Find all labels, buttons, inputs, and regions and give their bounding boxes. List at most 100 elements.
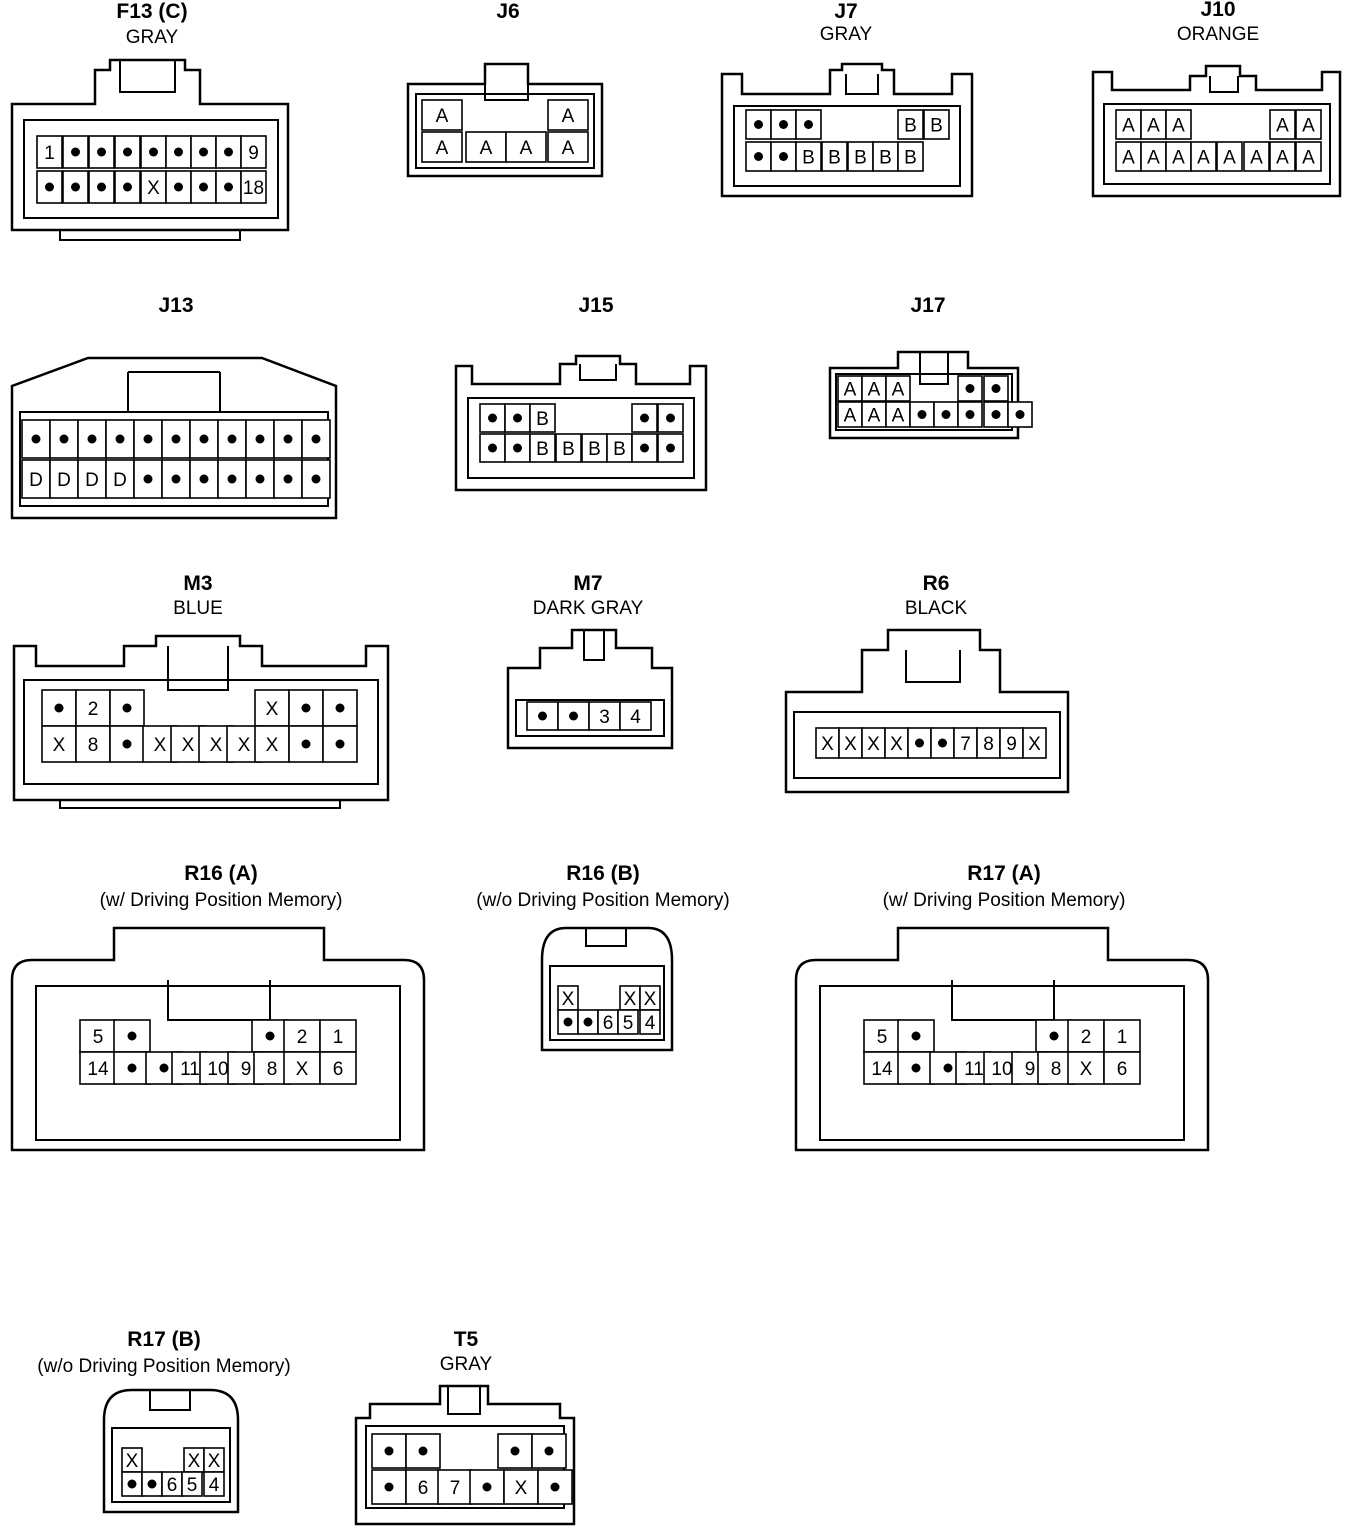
pin-cell: A <box>1190 141 1217 172</box>
pin-cell-box <box>405 1469 441 1505</box>
pin-cell-box <box>21 459 51 499</box>
connector-latch <box>59 800 341 809</box>
pin-cell <box>161 419 191 459</box>
pin-label: 6 <box>603 1013 614 1034</box>
pin-cell-box <box>555 433 582 463</box>
pin-cell <box>1007 401 1033 428</box>
pin-cell: B <box>795 141 822 172</box>
pin-label: A <box>892 380 905 401</box>
connector-latch <box>919 352 949 385</box>
pin-dot-icon <box>583 1017 593 1027</box>
pin-cell: B <box>606 433 633 463</box>
connector-subtitle: BLUE <box>173 598 223 619</box>
pin-label: 2 <box>1081 1027 1092 1048</box>
pin-label: A <box>1302 148 1315 169</box>
pin-dot-icon <box>31 434 41 444</box>
pin-dot-icon <box>97 147 106 157</box>
pin-cell <box>930 727 955 759</box>
connector-subtitle: (w/ Driving Position Memory) <box>100 890 343 911</box>
pin-dot-icon <box>488 443 497 453</box>
pin-cell-box <box>240 135 267 169</box>
pin-cell <box>288 725 324 763</box>
pin-cell-box <box>861 375 887 402</box>
pin-label: 5 <box>187 1475 198 1496</box>
pin-label: 1 <box>1117 1027 1128 1048</box>
pin-label: X <box>147 178 160 199</box>
pin-cell: X <box>815 727 840 759</box>
pin-label: X <box>238 735 251 756</box>
pin-dot-icon <box>283 474 293 484</box>
pin-cell <box>62 135 89 169</box>
pin-cell-box <box>79 1051 117 1085</box>
pin-cell <box>957 401 983 428</box>
pin-cell-box <box>588 701 621 731</box>
pin-cell <box>49 419 79 459</box>
pin-label: X <box>266 699 279 720</box>
connector-name: J10 <box>1200 0 1235 21</box>
connector-latch <box>119 60 176 93</box>
pin-cell <box>217 459 247 499</box>
pin-cell-box <box>1165 141 1192 172</box>
pin-cell-box <box>109 689 145 727</box>
pin-label: 4 <box>209 1475 220 1496</box>
connector-cavity <box>549 965 665 1041</box>
pin-label: 4 <box>645 1013 656 1034</box>
pin-cell-box <box>872 141 899 172</box>
pin-cell <box>557 1009 579 1035</box>
pin-dot-icon <box>754 152 763 161</box>
pin-cell <box>745 109 772 140</box>
pin-cell: A <box>837 375 863 402</box>
pin-cell-box <box>36 135 63 169</box>
pin-cell: 7 <box>953 727 978 759</box>
pin-cell <box>41 689 77 727</box>
pin-dot-icon <box>255 474 265 484</box>
pin-cell <box>141 1471 163 1497</box>
pin-cell: 1 <box>1103 1019 1141 1053</box>
pin-dot-icon <box>301 739 311 749</box>
pin-label: X <box>154 735 167 756</box>
connector-housing <box>10 926 426 1152</box>
pin-label: X <box>126 1451 139 1472</box>
pin-dot-icon <box>941 410 951 419</box>
pin-cell-box <box>1190 141 1217 172</box>
pin-cell <box>371 1469 407 1505</box>
pin-label: A <box>1147 148 1160 169</box>
pin-cell-box <box>181 1471 203 1497</box>
pin-label: B <box>930 116 943 137</box>
pin-cell: B <box>923 109 950 140</box>
pin-label: 4 <box>630 707 641 728</box>
pin-cell: A <box>421 99 463 131</box>
pin-dot-icon <box>384 1482 394 1492</box>
pin-label: X <box>624 989 637 1010</box>
pin-cell <box>245 419 275 459</box>
pin-cell: B <box>821 141 848 172</box>
pin-dot-icon <box>115 434 125 444</box>
pin-cell <box>504 433 531 463</box>
pin-label: B <box>879 148 892 169</box>
pin-label: 18 <box>243 178 264 199</box>
pin-dot-icon <box>550 1482 560 1492</box>
pin-label: A <box>480 138 493 159</box>
pin-dot-icon <box>127 1479 137 1489</box>
connector-name: R17 (B) <box>127 1328 201 1351</box>
pin-label: 6 <box>333 1059 344 1080</box>
pin-label: 11 <box>964 1059 984 1080</box>
pin-dot-icon <box>224 147 233 157</box>
pin-dot-icon <box>301 703 311 713</box>
pin-cell: B <box>872 141 899 172</box>
pin-cell-box <box>113 1051 151 1085</box>
pin-dot-icon <box>965 410 975 419</box>
pin-cell: 5 <box>617 1009 639 1035</box>
pin-label: B <box>904 116 917 137</box>
connector-latch <box>585 928 627 947</box>
pin-dot-icon <box>87 434 97 444</box>
connector-cavity <box>1103 103 1331 185</box>
pin-cell <box>114 135 141 169</box>
pin-cell: 6 <box>1103 1051 1141 1085</box>
pin-cell: 2 <box>75 689 111 727</box>
pin-cell-box <box>1115 141 1142 172</box>
pin-cell: B <box>581 433 608 463</box>
pin-label: X <box>53 735 66 756</box>
